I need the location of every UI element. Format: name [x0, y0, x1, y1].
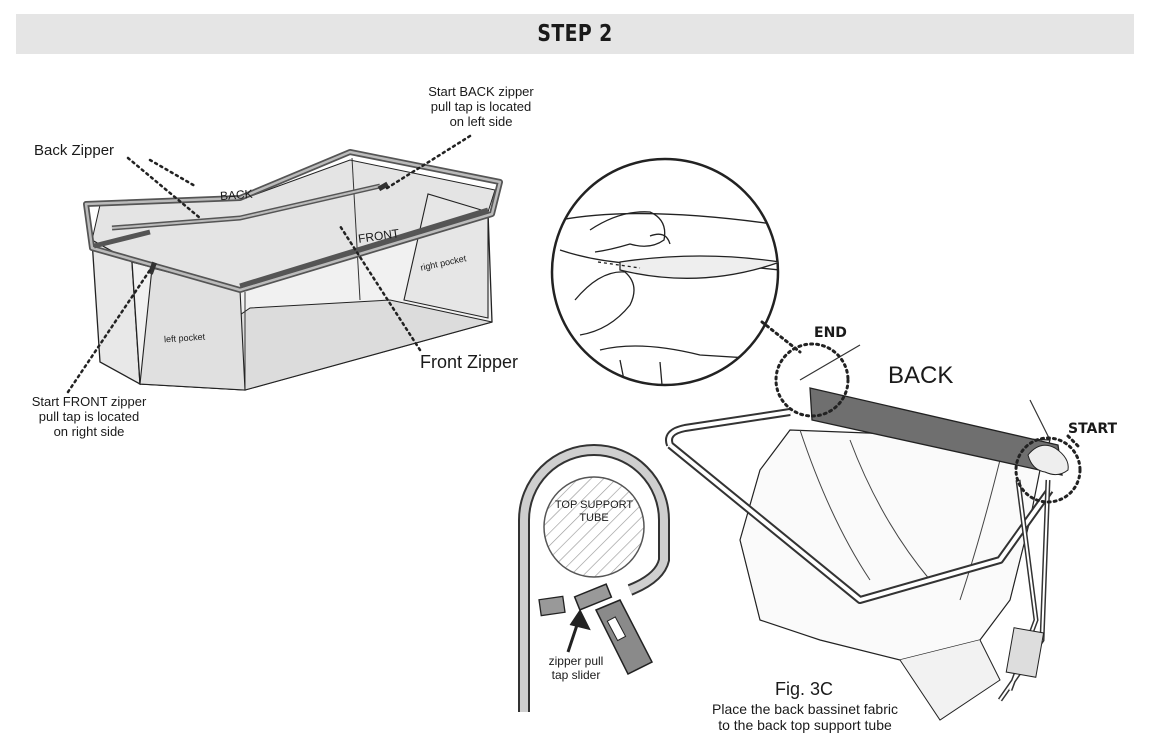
leader-back-start	[382, 134, 472, 192]
leader-back-zipper	[126, 156, 202, 220]
zoom-detail	[550, 157, 802, 387]
start-marker-circle	[1014, 436, 1082, 504]
front-zipper-label: Front Zipper	[420, 352, 519, 372]
slider-label-line-2: tap slider	[551, 667, 601, 682]
tube-label-line-2: TUBE	[579, 511, 609, 524]
back-figure-label: BACK	[888, 362, 954, 389]
figure-caption-line-2: to the back top support tube	[718, 717, 892, 734]
back-top-tube	[809, 387, 1063, 476]
leader-back-zipper-2	[148, 158, 197, 188]
front-zipper-track	[93, 207, 489, 289]
tube-label-line-1: TOP SUPPORT	[554, 499, 634, 511]
back-start-note-line-1: Start BACK zipper	[428, 84, 534, 99]
front-start-note-line-1: Start FRONT zipper	[31, 394, 147, 409]
front-start-note-line-3: on right side	[53, 423, 125, 439]
leader-front-start	[66, 268, 152, 394]
step-header-bar: STEP 2	[16, 14, 1134, 54]
end-label: END	[814, 325, 847, 341]
back-zipper-pull	[377, 181, 389, 192]
back-zipper-label: Back Zipper	[34, 142, 115, 159]
bassinet-illustration	[66, 134, 503, 394]
back-start-note: Start BACK zipper pull tap is located on…	[412, 84, 550, 130]
tube-label: TOP SUPPORT TUBE	[544, 499, 644, 524]
back-start-note-line-2: pull tap is located	[430, 98, 532, 114]
back-panel-label: BACK	[219, 186, 254, 204]
slider-arrow	[566, 609, 591, 653]
cross-section	[518, 444, 670, 712]
leader-front-zipper	[338, 224, 422, 352]
top-support-tube	[543, 476, 645, 578]
back-start-note-line-3: on left side	[449, 113, 513, 129]
front-start-note: Start FRONT zipper pull tap is located o…	[14, 394, 164, 440]
leader-start	[1066, 434, 1080, 448]
figure-caption-title: Fig. 3C	[775, 679, 834, 699]
right-pocket	[403, 193, 489, 319]
end-marker-circle	[774, 342, 850, 418]
figure-caption-line-1: Place the back bassinet fabric	[712, 701, 898, 717]
front-start-note-line-2: pull tap is located	[38, 408, 140, 424]
start-label: START	[1068, 421, 1118, 437]
leader-zoom-to-end	[760, 320, 802, 354]
top-rim-inner	[84, 150, 502, 292]
slider-label: zipper pull tap slider	[536, 654, 616, 683]
step-title: STEP 2	[537, 21, 613, 47]
figure-caption: Place the back bassinet fabric to the ba…	[680, 701, 930, 733]
frame-illustration	[665, 342, 1082, 721]
slider-label-line-1: zipper pull	[548, 654, 604, 668]
